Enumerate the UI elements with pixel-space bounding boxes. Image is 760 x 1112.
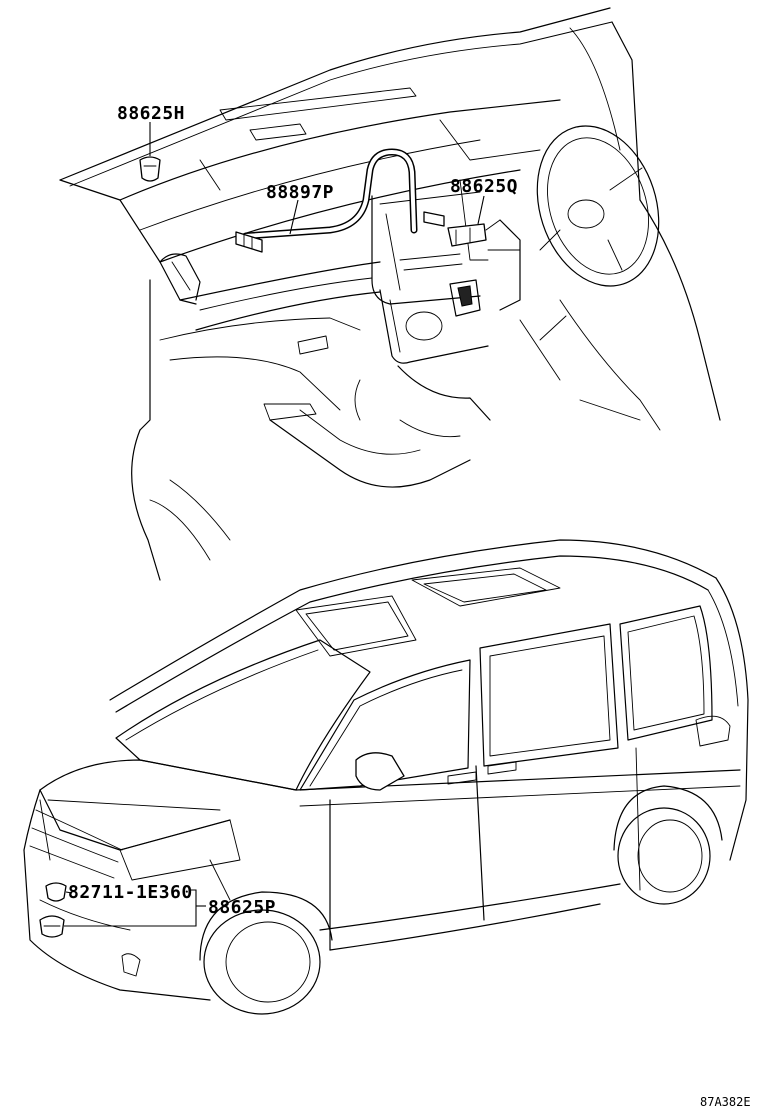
label-88897p: 88897P xyxy=(266,182,334,203)
label-88625h: 88625H xyxy=(117,103,185,124)
figure-code: 87A382E xyxy=(700,1095,751,1109)
part-88625h-clip xyxy=(139,156,161,182)
label-82711-1e360: 82711-1E360 xyxy=(68,882,193,903)
part-88625p-sensor xyxy=(39,882,67,938)
part-88897p-hose xyxy=(235,148,445,253)
van-illustration xyxy=(23,539,749,1015)
part-88625q-sensor xyxy=(447,223,487,247)
dashboard-illustration xyxy=(59,7,721,581)
label-88625q: 88625Q xyxy=(450,176,518,197)
label-88625p: 88625P xyxy=(208,897,276,918)
leader-lines xyxy=(64,122,485,927)
